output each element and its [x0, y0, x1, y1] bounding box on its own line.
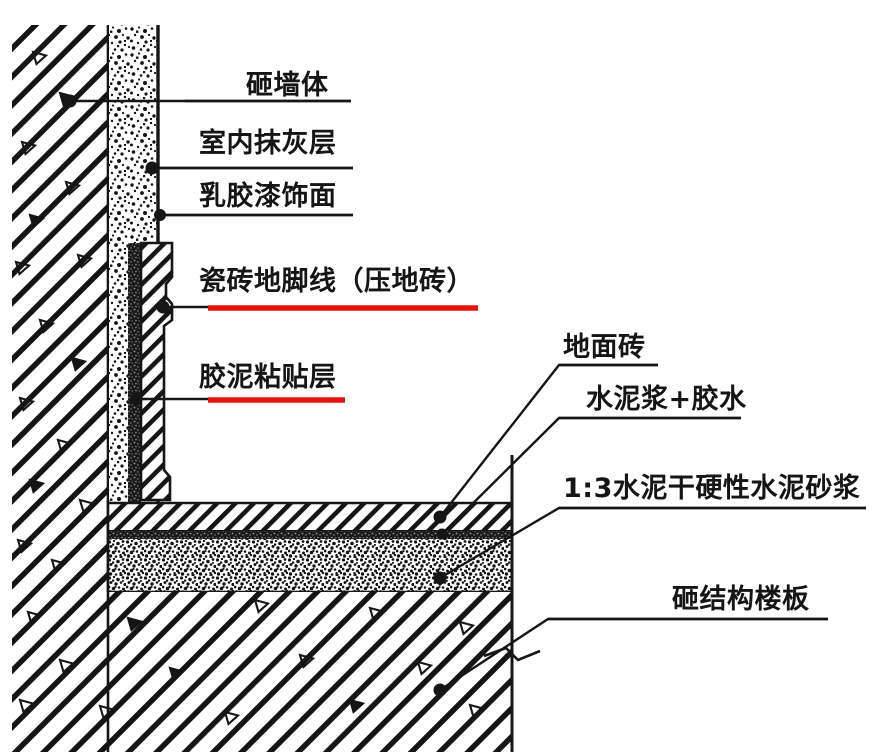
leader-dots: [63, 94, 448, 697]
floor-adhesive-layer: [108, 531, 512, 539]
label-concrete-wall: 砸墙体: [246, 70, 329, 101]
floor-tile-layer: [108, 503, 512, 531]
dot-dry-hard-mortar: [433, 571, 447, 585]
break-line-symbol: [483, 646, 541, 662]
label-adhesive-mud-layer: 胶泥粘贴层: [199, 362, 337, 393]
dot-floor-tile: [433, 510, 447, 524]
floor-assembly: [106, 500, 512, 594]
label-tile-skirting: 瓷砖地脚线（压地砖）: [199, 266, 474, 297]
concrete-wall-body: [12, 25, 110, 592]
dot-adhesive-mud: [129, 392, 143, 406]
label-underlines: [158, 99, 866, 621]
dot-cement-slurry: [436, 528, 448, 540]
dot-interior-plaster: [145, 161, 159, 175]
label-cement-slurry-glue: 水泥浆+胶水: [586, 384, 747, 415]
label-interior-plaster-layer: 室内抹灰层: [199, 128, 337, 159]
label-floor-tile: 地面砖: [563, 332, 646, 363]
concrete-structural-slab-body: [12, 455, 541, 752]
skirting-adhesive-layer: [128, 243, 141, 505]
cement-mortar-screed-layer: [108, 539, 512, 592]
tile-skirting-body: [128, 241, 174, 505]
dot-structural-slab: [433, 683, 447, 697]
dot-tile-skirting: [156, 300, 170, 314]
label-concrete-structural-slab: 砸结构楼板: [672, 584, 810, 615]
label-dry-hard-cement-mortar: 1:3水泥干硬性水泥砂浆: [563, 473, 861, 504]
dot-concrete-wall: [63, 94, 77, 108]
label-latex-paint-finish: 乳胶漆饰面: [199, 181, 337, 212]
